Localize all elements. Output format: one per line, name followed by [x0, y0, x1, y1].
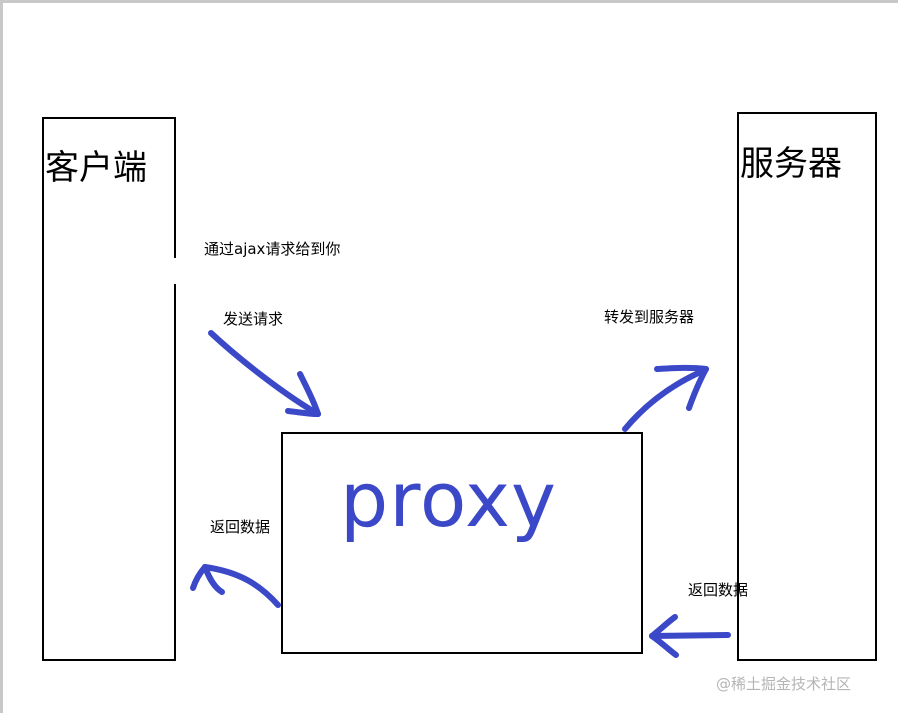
client-box	[42, 117, 176, 661]
send-request-label: 发送请求	[223, 310, 284, 328]
proxy-title: proxy	[340, 455, 557, 544]
client-title: 客户端	[45, 148, 147, 188]
proxy-box	[281, 432, 643, 654]
return-data-label-right: 返回数据	[688, 581, 749, 599]
return-data-label-left: 返回数据	[210, 518, 271, 536]
server-box	[737, 112, 877, 661]
return-arrow-right	[649, 614, 731, 658]
watermark: @稀土掘金技术社区	[716, 675, 852, 693]
server-title: 服务器	[740, 144, 842, 184]
ajax-request-label: 通过ajax请求给到你	[204, 240, 341, 258]
window-left-border	[0, 0, 3, 713]
client-box-gap	[172, 258, 180, 284]
forward-to-server-label: 转发到服务器	[604, 308, 695, 326]
window-top-border	[0, 0, 898, 3]
return-arrow-left	[190, 564, 281, 608]
forward-arrow	[622, 364, 709, 432]
send-request-arrow	[208, 330, 321, 417]
